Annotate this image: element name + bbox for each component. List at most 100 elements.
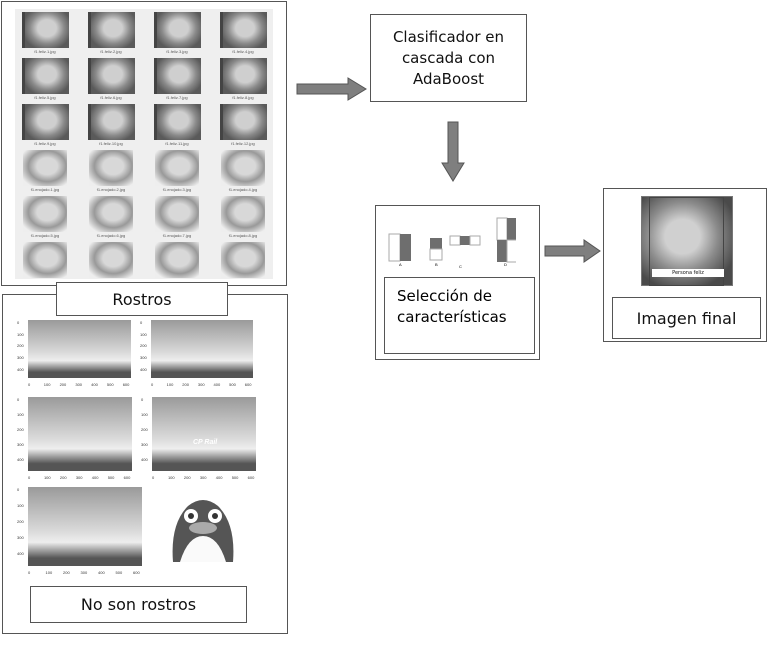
nonfaces-label: No son rostros bbox=[30, 586, 247, 623]
face-thumbnail: f1.feliz.8.jpg bbox=[219, 58, 267, 100]
y-tick-label: 200 bbox=[17, 519, 24, 525]
face-photo bbox=[23, 242, 67, 278]
detection-box bbox=[649, 197, 724, 286]
y-tick-label: 0 bbox=[17, 487, 20, 492]
face-thumbnail: f1.feliz.6.jpg bbox=[87, 58, 135, 100]
feature-label-d: D bbox=[504, 262, 507, 267]
face-filename: f1.enojado.3.jpg bbox=[162, 187, 192, 192]
face-photo bbox=[155, 242, 199, 278]
face-thumbnail: f1.feliz.1.jpg bbox=[21, 12, 69, 54]
face-filename: f1.feliz.11.jpg bbox=[165, 141, 189, 146]
face-thumbnail bbox=[153, 242, 201, 284]
y-tick-label: 100 bbox=[140, 331, 147, 337]
face-photo bbox=[87, 104, 135, 140]
feature-selection-label: Selección de características bbox=[384, 277, 535, 354]
x-tick-label: 100 bbox=[166, 382, 174, 387]
face-photo bbox=[89, 196, 133, 232]
face-photo bbox=[221, 150, 265, 186]
face-thumbnail: f1.enojado.3.jpg bbox=[153, 150, 201, 192]
train-text: CP Rail bbox=[193, 439, 218, 446]
x-tick-label: 0 bbox=[28, 570, 31, 575]
face-thumbnail: f1.enojado.6.jpg bbox=[87, 196, 135, 238]
object-photo bbox=[152, 397, 256, 471]
y-tick-label: 400 bbox=[17, 366, 24, 372]
x-tick-label: 100 bbox=[45, 570, 53, 575]
y-tick-label: 200 bbox=[17, 343, 24, 349]
face-photo bbox=[155, 150, 199, 186]
face-photo bbox=[219, 58, 267, 94]
x-tick-label: 200 bbox=[182, 382, 189, 387]
face-filename: f1.enojado.1.jpg bbox=[30, 187, 60, 192]
x-tick-label: 200 bbox=[59, 475, 67, 480]
x-tick-label: 0 bbox=[28, 475, 31, 480]
face-thumbnail: f1.enojado.7.jpg bbox=[153, 196, 201, 238]
x-tick-label: 0 bbox=[28, 382, 31, 387]
face-thumbnail: f1.feliz.11.jpg bbox=[153, 104, 201, 146]
final-image-label: Imagen final bbox=[612, 297, 761, 339]
face-filename: f1.feliz.10.jpg bbox=[99, 141, 123, 146]
x-tick-label: 600 bbox=[122, 382, 130, 387]
feature-selection-panel: A B C D Selección de características bbox=[375, 205, 540, 360]
y-tick-label: 400 bbox=[140, 366, 147, 372]
y-tick-label: 0 bbox=[17, 320, 20, 325]
face-thumbnail: f1.feliz.9.jpg bbox=[21, 104, 69, 146]
y-tick-label: 200 bbox=[140, 343, 147, 349]
object-photo bbox=[151, 320, 253, 378]
detection-caption: Persona feliz bbox=[652, 269, 724, 277]
x-tick-label: 500 bbox=[231, 475, 239, 480]
face-photo bbox=[23, 150, 67, 186]
x-tick-label: 100 bbox=[43, 475, 51, 480]
y-tick-label: 300 bbox=[140, 355, 147, 360]
face-thumbnail: f1.enojado.1.jpg bbox=[21, 150, 69, 192]
face-thumbnail: f1.enojado.5.jpg bbox=[21, 196, 69, 238]
face-thumbnail: f1.feliz.5.jpg bbox=[21, 58, 69, 100]
face-filename: f1.enojado.4.jpg bbox=[228, 187, 258, 192]
face-thumbnail bbox=[21, 242, 69, 284]
x-tick-label: 500 bbox=[115, 570, 123, 575]
face-photo bbox=[221, 242, 265, 278]
arrow-right-icon bbox=[544, 239, 601, 263]
x-tick-label: 100 bbox=[167, 475, 175, 480]
y-tick-label: 0 bbox=[17, 397, 20, 402]
face-photo bbox=[89, 242, 133, 278]
face-filename: f1.feliz.7.jpg bbox=[166, 95, 188, 100]
x-tick-label: 600 bbox=[244, 382, 252, 387]
x-tick-label: 500 bbox=[106, 382, 114, 387]
face-photo bbox=[23, 196, 67, 232]
x-tick-label: 400 bbox=[91, 382, 98, 387]
classifier-box: Clasificador en cascada con AdaBoost bbox=[370, 14, 527, 102]
x-tick-label: 0 bbox=[151, 382, 154, 387]
y-tick-label: 300 bbox=[141, 442, 148, 447]
face-photo bbox=[87, 12, 135, 48]
face-thumbnail: f1.enojado.4.jpg bbox=[219, 150, 267, 192]
x-tick-label: 600 bbox=[133, 570, 140, 575]
face-thumbnail: f1.feliz.2.jpg bbox=[87, 12, 135, 54]
y-tick-label: 100 bbox=[17, 331, 24, 337]
y-tick-label: 100 bbox=[17, 503, 24, 509]
face-thumbnail: f1.feliz.4.jpg bbox=[219, 12, 267, 54]
faces-label: Rostros bbox=[56, 282, 228, 316]
face-thumbnail: f1.feliz.3.jpg bbox=[153, 12, 201, 54]
final-image-panel: Persona feliz Imagen final bbox=[603, 188, 767, 342]
face-filename: f1.feliz.6.jpg bbox=[100, 95, 122, 100]
x-tick-label: 300 bbox=[75, 382, 83, 387]
face-filename: f1.enojado.8.jpg bbox=[228, 233, 258, 238]
face-thumbnail: f1.enojado.2.jpg bbox=[87, 150, 135, 192]
feature-label-b: B bbox=[435, 262, 438, 267]
y-tick-label: 400 bbox=[141, 457, 148, 462]
face-photo bbox=[155, 196, 199, 232]
y-tick-label: 0 bbox=[141, 397, 144, 402]
face-thumbnail: f1.feliz.7.jpg bbox=[153, 58, 201, 100]
y-tick-label: 300 bbox=[17, 355, 24, 360]
x-tick-label: 400 bbox=[98, 570, 105, 575]
x-tick-label: 600 bbox=[123, 475, 131, 480]
x-tick-label: 300 bbox=[75, 475, 83, 480]
face-filename: f1.feliz.5.jpg bbox=[34, 95, 56, 100]
arrow-right-icon bbox=[296, 77, 367, 101]
y-tick-label: 400 bbox=[17, 551, 24, 557]
y-tick-label: 300 bbox=[17, 442, 24, 447]
face-filename: f1.enojado.5.jpg bbox=[30, 233, 60, 238]
